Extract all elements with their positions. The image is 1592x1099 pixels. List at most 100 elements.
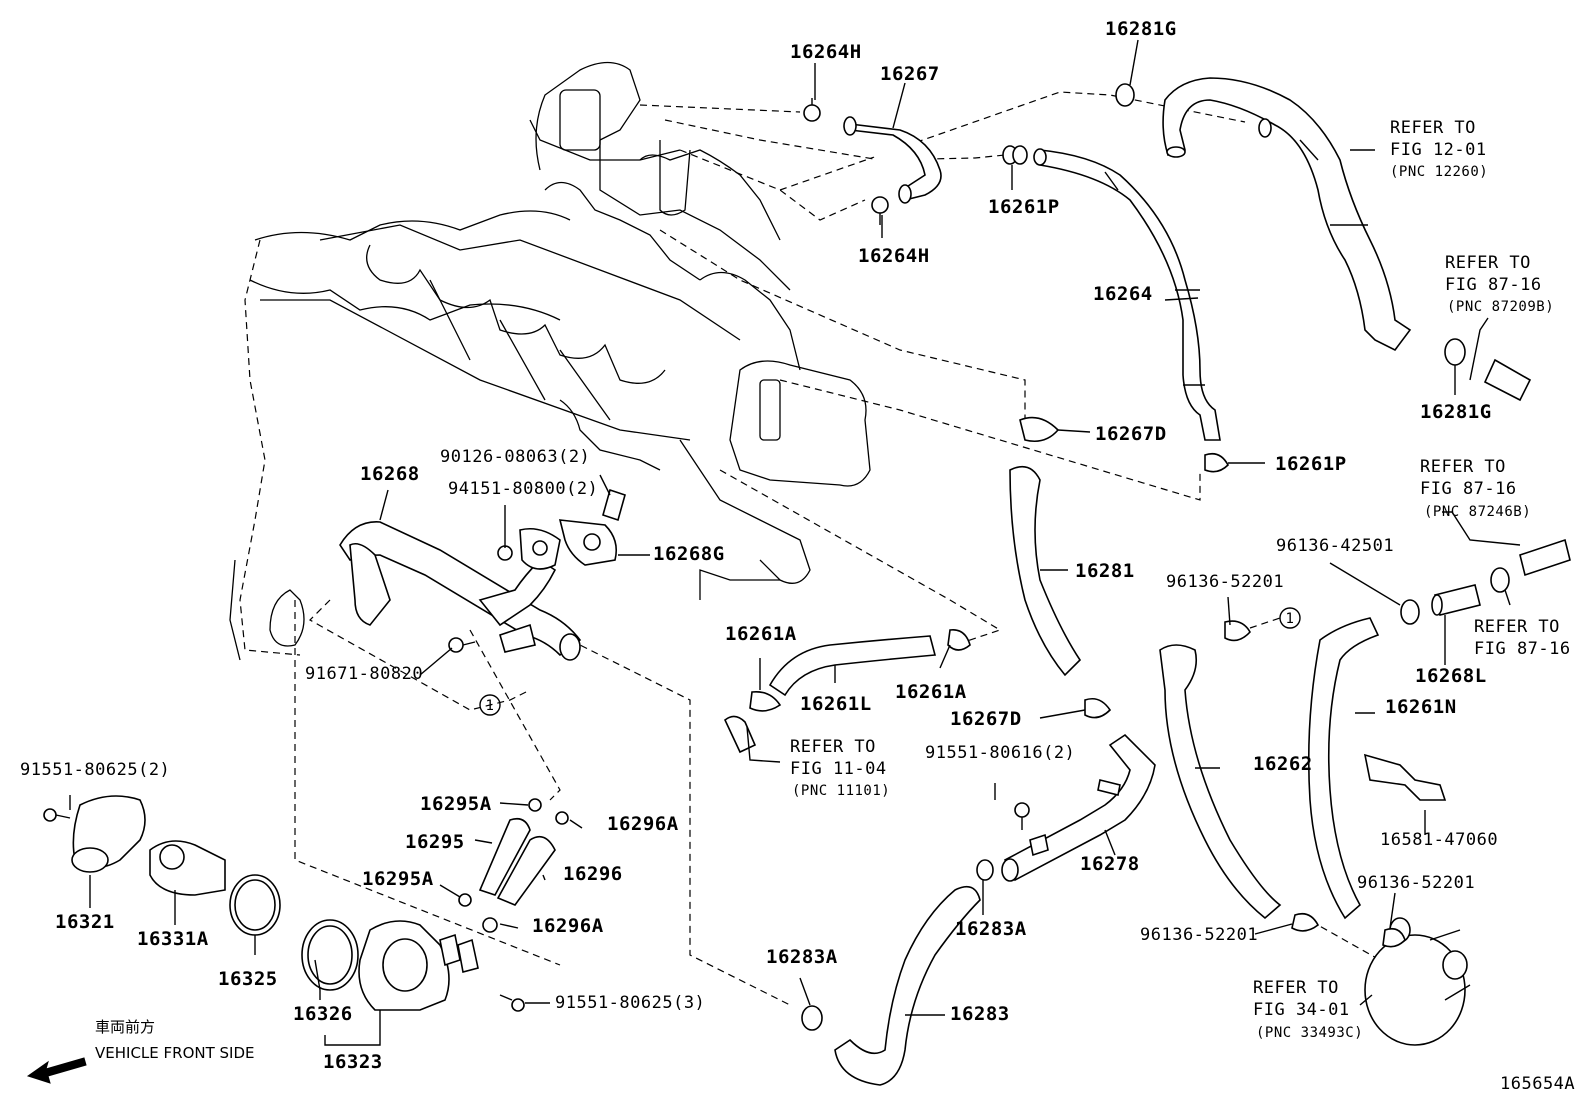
label-16261N: 16261N bbox=[1385, 696, 1457, 718]
nut-94151 bbox=[497, 545, 513, 561]
clamp-16296A-bottom bbox=[482, 917, 498, 933]
clamp-16261P-right bbox=[1204, 452, 1229, 473]
svg-text:FIG 12-01: FIG 12-01 bbox=[1390, 140, 1487, 160]
svg-text:(PNC 33493C): (PNC 33493C) bbox=[1256, 1025, 1363, 1041]
clamp-ref-87-16 bbox=[1490, 567, 1510, 593]
label-16267D-top: 16267D bbox=[1095, 423, 1167, 445]
clamp-96136-52201-a bbox=[1224, 620, 1251, 642]
label-16278: 16278 bbox=[1080, 853, 1140, 875]
gasket-16268G bbox=[558, 519, 618, 566]
pipe-ref-87246 bbox=[1519, 538, 1571, 577]
pipe-16268L bbox=[1431, 584, 1481, 616]
pipe-ref-11101 bbox=[724, 715, 757, 754]
cooler-ref-33493 bbox=[1364, 917, 1471, 1046]
label-16261P-right: 16261P bbox=[1275, 453, 1347, 475]
vehicle-front-indicator: 車両前方 VEHICLE FRONT SIDE bbox=[26, 1018, 255, 1084]
label-16296A-bottom: 16296A bbox=[532, 915, 604, 937]
hose-16261N bbox=[1307, 617, 1380, 920]
hose-16267 bbox=[843, 116, 942, 204]
svg-text:REFER TO: REFER TO bbox=[1420, 457, 1506, 477]
housing-16321 bbox=[71, 795, 146, 873]
bolt-91671 bbox=[448, 637, 476, 653]
circle-ref-text: 1 bbox=[1286, 611, 1295, 627]
label-96136-52201-c: 96136-52201 bbox=[1140, 925, 1258, 945]
label-16295: 16295 bbox=[405, 831, 465, 853]
label-16283: 16283 bbox=[950, 1003, 1010, 1025]
svg-text:FIG 87-16: FIG 87-16 bbox=[1420, 479, 1517, 499]
label-16296: 16296 bbox=[563, 863, 623, 885]
clamp-16261P-top bbox=[1002, 145, 1028, 165]
bolt-91551-80625-right bbox=[499, 994, 525, 1012]
bolt-91551-80616 bbox=[1014, 802, 1030, 830]
label-16325: 16325 bbox=[218, 968, 278, 990]
refer-note-fig-87-16-a: REFER TO FIG 87-16 (PNC 87209B) bbox=[1445, 253, 1554, 315]
clamp-96136-52201-c bbox=[1382, 927, 1406, 948]
part-number-labels: 16264H 16267 16281G 16261P 16264H 16264 … bbox=[20, 18, 1498, 1073]
label-96136-42501: 96136-42501 bbox=[1276, 536, 1394, 556]
pipe-16268 bbox=[339, 521, 582, 661]
clamp-16264H-top bbox=[803, 98, 821, 122]
label-16261A-right: 16261A bbox=[895, 681, 967, 703]
label-96136-52201-a: 96136-52201 bbox=[1166, 572, 1284, 592]
housing-16323 bbox=[358, 920, 479, 1011]
clamp-16283A-left bbox=[801, 1005, 823, 1031]
clamp-16264H-bottom bbox=[871, 196, 889, 225]
refer-note-fig-11-04: REFER TO FIG 11-04 (PNC 11101) bbox=[790, 737, 890, 799]
label-16264H-top: 16264H bbox=[790, 41, 862, 63]
svg-text:(PNC 87246B): (PNC 87246B) bbox=[1424, 504, 1531, 520]
hose-16262 bbox=[1159, 644, 1282, 920]
label-96136-52201-b: 96136-52201 bbox=[1357, 873, 1475, 893]
circle-ref-1-left: 1 bbox=[479, 694, 501, 716]
clamp-16261A-left bbox=[749, 690, 782, 712]
clamp-16295A-bottom bbox=[458, 893, 472, 907]
svg-text:(PNC 87209B): (PNC 87209B) bbox=[1447, 299, 1554, 315]
label-16268: 16268 bbox=[360, 463, 420, 485]
label-16261L: 16261L bbox=[800, 693, 872, 715]
clamp-16261A-right bbox=[947, 628, 971, 651]
label-91671-80820: 91671-80820 bbox=[305, 664, 423, 684]
label-16581-47060: 16581-47060 bbox=[1380, 830, 1498, 850]
clamp-16296A-top bbox=[555, 811, 569, 825]
flange-16268 bbox=[519, 527, 561, 570]
label-16268G: 16268G bbox=[653, 543, 725, 565]
label-16331A: 16331A bbox=[137, 928, 209, 950]
hose-16296 bbox=[496, 835, 556, 906]
clamp-16281G-top bbox=[1115, 83, 1135, 107]
label-16295A-top: 16295A bbox=[420, 793, 492, 815]
pipe-ref-87209 bbox=[1483, 358, 1532, 402]
clamp-16267D-top bbox=[1019, 416, 1060, 443]
front-note-jp: 車両前方 bbox=[95, 1018, 155, 1036]
refer-note-fig-12-01: REFER TO FIG 12-01 (PNC 12260) bbox=[1390, 118, 1488, 180]
clamp-16281G-right bbox=[1444, 338, 1466, 366]
stud-90126 bbox=[602, 488, 626, 522]
hose-16281G-main bbox=[1162, 77, 1412, 352]
label-16281G-right: 16281G bbox=[1420, 401, 1492, 423]
svg-text:REFER TO: REFER TO bbox=[1390, 118, 1476, 138]
svg-text:FIG 11-04: FIG 11-04 bbox=[790, 759, 887, 779]
label-16296A-top: 16296A bbox=[607, 813, 679, 835]
label-16323: 16323 bbox=[323, 1051, 383, 1073]
svg-text:REFER TO: REFER TO bbox=[1253, 978, 1339, 998]
gasket-16326 bbox=[301, 919, 359, 991]
clamp-16283A-right bbox=[976, 859, 994, 881]
label-16262: 16262 bbox=[1253, 753, 1313, 775]
clamp-96136-52201-b bbox=[1291, 912, 1320, 932]
label-91551-80625-3: 91551-80625(3) bbox=[555, 993, 705, 1013]
circle-ref-text: 1 bbox=[486, 698, 495, 714]
svg-text:FIG 87-16: FIG 87-16 bbox=[1445, 275, 1542, 295]
bolt-91551-80625-left bbox=[43, 808, 71, 822]
circle-ref-1-right: 1 bbox=[1279, 607, 1301, 629]
label-90126-08063: 90126-08063(2) bbox=[440, 447, 590, 467]
refer-note-fig-87-16-b: REFER TO FIG 87-16 (PNC 87246B) bbox=[1420, 457, 1531, 520]
bracket-16581 bbox=[1363, 753, 1447, 801]
clamp-16295A-top bbox=[528, 798, 542, 812]
hose-16295 bbox=[478, 817, 531, 896]
label-16326: 16326 bbox=[293, 1003, 353, 1025]
label-16267: 16267 bbox=[880, 63, 940, 85]
label-16281G-top: 16281G bbox=[1105, 18, 1177, 40]
label-leader-lines bbox=[69, 39, 1521, 1046]
pipe-16278 bbox=[1001, 733, 1156, 882]
front-note-en: VEHICLE FRONT SIDE bbox=[95, 1044, 255, 1062]
label-16283A-left: 16283A bbox=[766, 946, 838, 968]
